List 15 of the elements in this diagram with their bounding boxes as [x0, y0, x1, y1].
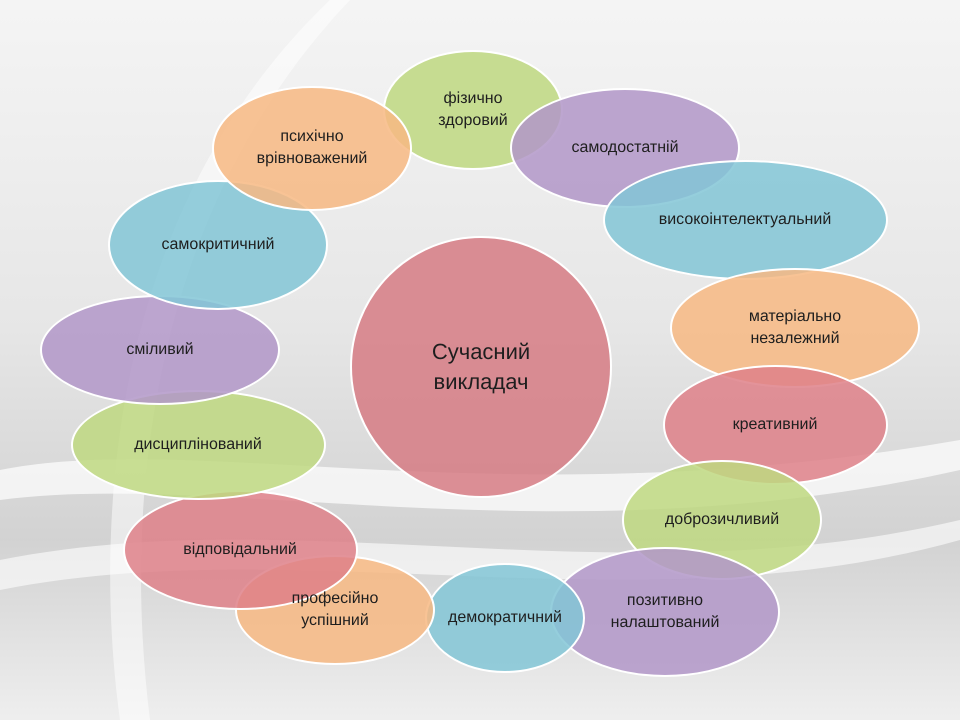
node-label: професійно успішний — [290, 589, 380, 631]
node-label: демократичний — [448, 608, 562, 628]
node-label: дисциплінований — [134, 435, 262, 456]
node-label: самокритичний — [162, 235, 274, 256]
node-label: фізично здоровий — [437, 89, 509, 131]
node-label: позитивно налаштований — [610, 591, 720, 633]
node-label: матеріально незалежний — [748, 307, 842, 349]
node-label: Сучасний викладач — [430, 338, 532, 396]
node-label: відповідальний — [183, 540, 297, 560]
node-label: самодостатній — [571, 138, 679, 158]
node-label: високоінтелектуальний — [658, 210, 832, 230]
node-label: доброзичливий — [664, 510, 780, 530]
node-label: сміливий — [126, 340, 194, 360]
node-label: креативний — [732, 415, 818, 436]
node-label: психічно врівноважений — [256, 127, 368, 169]
